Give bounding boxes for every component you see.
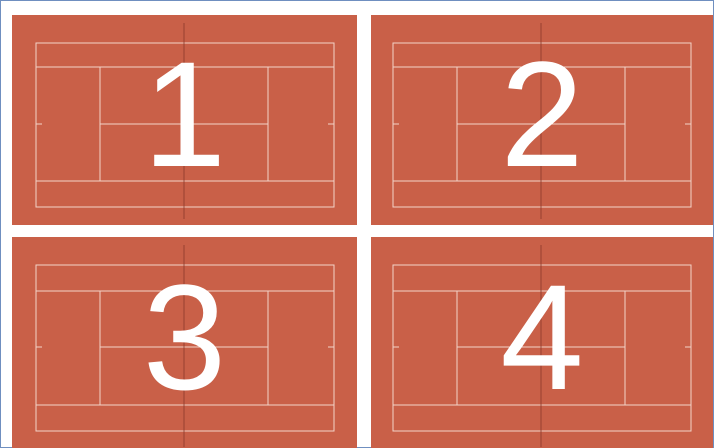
court-number: 4: [371, 237, 713, 448]
tennis-court-4[interactable]: 4: [371, 237, 713, 448]
tennis-court-3[interactable]: 3: [12, 237, 357, 448]
court-number: 3: [12, 237, 357, 448]
court-number: 1: [12, 15, 357, 225]
tennis-court-1[interactable]: 1: [12, 15, 357, 225]
tennis-court-2[interactable]: 2: [371, 15, 713, 225]
court-number: 2: [371, 15, 713, 225]
